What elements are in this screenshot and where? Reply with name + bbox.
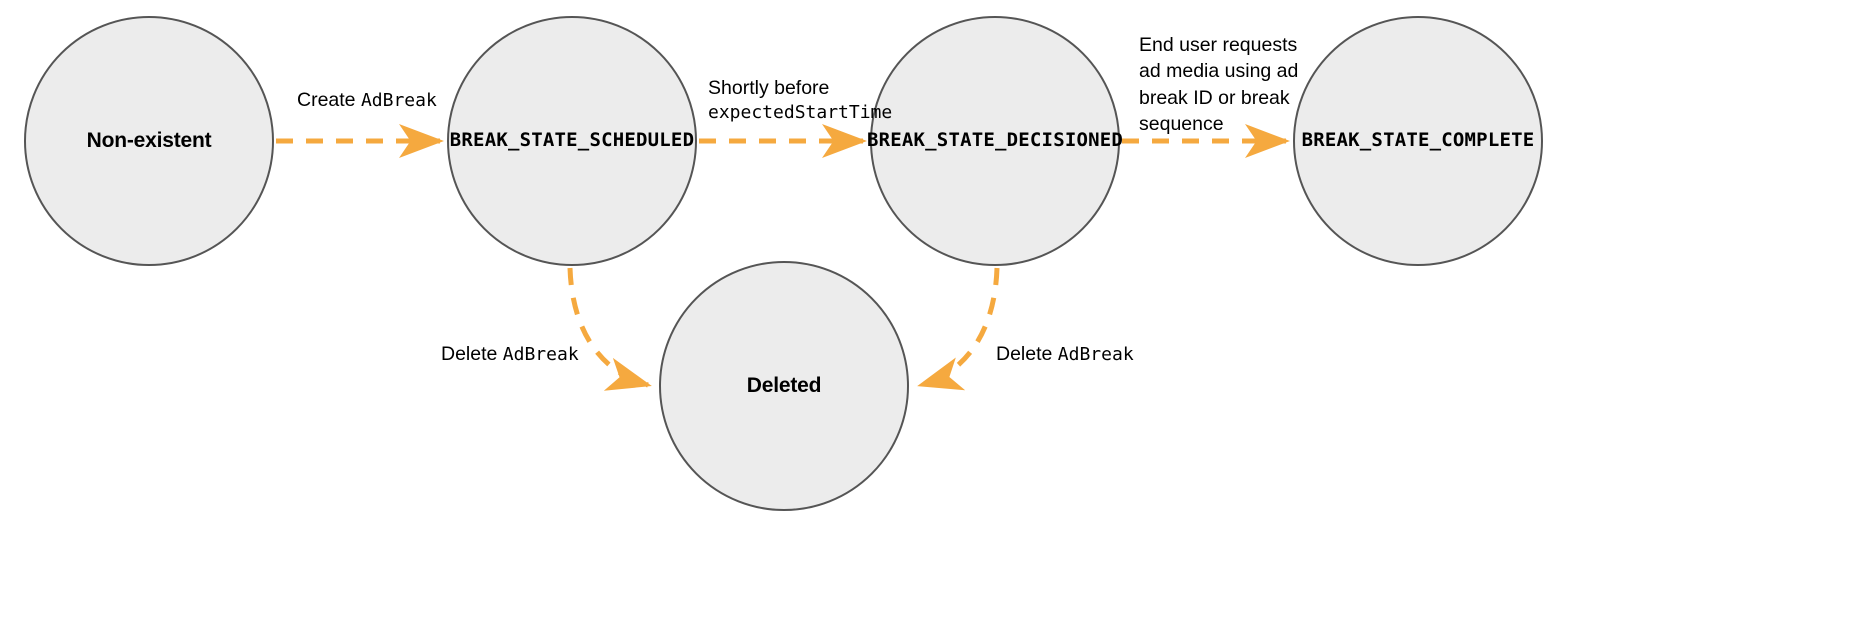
edge-label-line-2: ad media using ad xyxy=(1139,60,1299,83)
edge-label-code: AdBreak xyxy=(360,90,437,111)
edge-label-line-4: sequence xyxy=(1139,112,1224,135)
node-non-existent-label: Non-existent xyxy=(86,129,212,153)
node-break-state-decisioned-label: BREAK_STATE_DECISIONED xyxy=(867,128,1123,153)
node-break-state-complete[interactable]: BREAK_STATE_COMPLETE xyxy=(1293,16,1543,266)
node-break-state-decisioned[interactable]: BREAK_STATE_DECISIONED xyxy=(867,16,1123,266)
edge-label-line-1: End user requests xyxy=(1139,34,1298,56)
edge-label-create-adbreak: Create AdBreak xyxy=(297,87,437,113)
node-label-line-1: BREAK_STATE_ xyxy=(1301,129,1442,152)
edge-delete-from-decisioned xyxy=(917,267,1000,391)
edge-label-text: Create xyxy=(297,89,361,111)
edge-label-line-3: break ID or break xyxy=(1139,86,1290,109)
node-deleted-label: Deleted xyxy=(746,374,822,398)
node-break-state-complete-label: BREAK_STATE_COMPLETE xyxy=(1302,128,1535,153)
edge-label-code: AdBreak xyxy=(502,344,579,365)
edge-label-line-2-code: expectedStartTime xyxy=(708,102,893,124)
edge-label-shortly-before: Shortly before expectedStartTime xyxy=(708,75,892,126)
edge-label-delete-from-scheduled: Delete AdBreak xyxy=(441,341,579,367)
node-label-line-1: BREAK_STATE_ xyxy=(449,129,590,152)
node-break-state-scheduled-label: BREAK_STATE_SCHEDULED xyxy=(450,128,694,153)
node-label-line-2: SCHEDULED xyxy=(589,129,695,152)
edge-label-text: Delete xyxy=(441,343,503,365)
edge-label-code: AdBreak xyxy=(1057,344,1134,365)
edge-label-end-user-requests: End user requests ad media using ad break … xyxy=(1139,32,1298,137)
node-deleted[interactable]: Deleted xyxy=(659,261,909,511)
edge-label-line-1: Shortly before xyxy=(708,77,830,99)
node-label-line-2: COMPLETE xyxy=(1441,129,1535,152)
node-label-line-2: DECISIONED xyxy=(1006,129,1124,152)
edge-label-text: Delete xyxy=(996,343,1058,365)
node-break-state-scheduled[interactable]: BREAK_STATE_SCHEDULED xyxy=(447,16,697,266)
edge-label-delete-from-decisioned: Delete AdBreak xyxy=(996,341,1134,367)
node-non-existent[interactable]: Non-existent xyxy=(24,16,274,266)
node-label-line-1: BREAK_STATE_ xyxy=(866,129,1007,152)
edge-delete-from-scheduled xyxy=(567,267,652,391)
